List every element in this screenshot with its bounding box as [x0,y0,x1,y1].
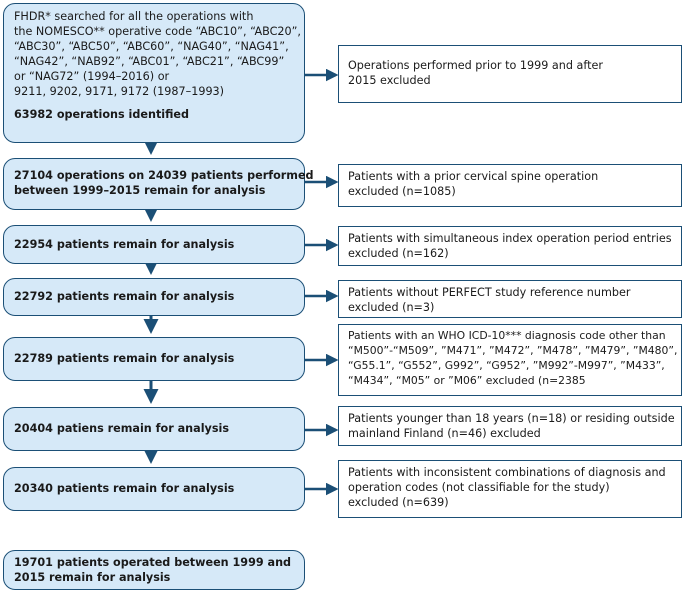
text-line: between 1999–2015 remain for analysis [14,184,266,197]
text-line: 9211, 9202, 9171, 9172 (1987–1993) [14,85,225,98]
text-line: 22789 patients remain for analysis [14,352,235,365]
text-line: excluded (n=1085) [348,185,456,198]
text-line: 22792 patients remain for analysis [14,290,235,303]
text-line: “G55.1”, “G552”, G992”, “G952”, ”M992”-M… [348,359,665,372]
text-line: Patients with an WHO ICD-10*** diagnosis… [348,329,666,342]
text-line: 20340 patients remain for analysis [14,482,235,495]
text-line: Patients with inconsistent combinations … [348,466,666,479]
text-line: Patients younger than 18 years (n=18) or… [348,412,675,425]
text-line: 2015 remain for analysis [14,571,171,584]
text-line: Patients with a prior cervical spine ope… [348,170,599,183]
flow-step-22954: 22954 patients remain for analysis [3,225,305,264]
flow-step-22792: 22792 patients remain for analysis [3,278,305,316]
exclusion-box-period: Operations performed prior to 1999 and a… [338,45,682,103]
exclusion-box-prior-operation: Patients with a prior cervical spine ope… [338,164,682,207]
text-line: “M500”-“M509”, ”M471”, ”M472”, ”M478”, ”… [348,344,678,357]
text-line: or “NAG72” (1994–2016) or [14,70,170,83]
text-line: 20404 patiens remain for analysis [14,422,229,435]
operations-identified: 63982 operations identified [14,108,190,121]
text-line: “M434”, “M05” or ”M06” excluded (n=2385 [348,374,586,387]
text-line: “ABC30”, “ABC50”, “ABC60”, “NAG40”, “NAG… [14,40,289,53]
text-line: Patients with simultaneous index operati… [348,232,672,245]
text-line: excluded (n=3) [348,301,435,314]
text-line: Patients without PERFECT study reference… [348,286,631,299]
flow-step-20340: 20340 patients remain for analysis [3,467,305,511]
text-line: “NAG42”, “NAB92”, “ABC01”, “ABC21”, “ABC… [14,55,285,68]
text-line: Operations performed prior to 1999 and a… [348,59,603,72]
text-line: the NOMESCO** operative code “ABC10”, “A… [14,25,301,38]
text-line: FHDR* searched for all the operations wi… [14,10,254,23]
exclusion-box-reference-number: Patients without PERFECT study reference… [338,280,682,318]
flow-step-22789: 22789 patients remain for analysis [3,337,305,381]
exclusion-box-inconsistent-codes: Patients with inconsistent combinations … [338,460,682,518]
exclusion-box-diagnosis-code: Patients with an WHO ICD-10*** diagnosis… [338,324,682,396]
text-line: excluded (n=639) [348,496,449,509]
text-line: 27104 operations on 24039 patients perfo… [14,169,314,182]
text-line: 22954 patients remain for analysis [14,238,235,251]
text-line: excluded (n=162) [348,247,449,260]
flow-step-final: 19701 patients operated between 1999 and… [3,550,305,590]
flow-step-search: FHDR* searched for all the operations wi… [3,3,305,143]
text-line: 19701 patients operated between 1999 and [14,556,292,569]
exclusion-box-simultaneous: Patients with simultaneous index operati… [338,226,682,266]
text-line: mainland Finland (n=46) excluded [348,427,541,440]
text-line: 2015 excluded [348,74,431,87]
exclusion-box-age-residence: Patients younger than 18 years (n=18) or… [338,406,682,446]
flow-step-1999-2015: 27104 operations on 24039 patients perfo… [3,158,314,210]
text-line: operation codes (not classifiable for th… [348,481,610,494]
flow-step-20404: 20404 patiens remain for analysis [3,407,305,451]
